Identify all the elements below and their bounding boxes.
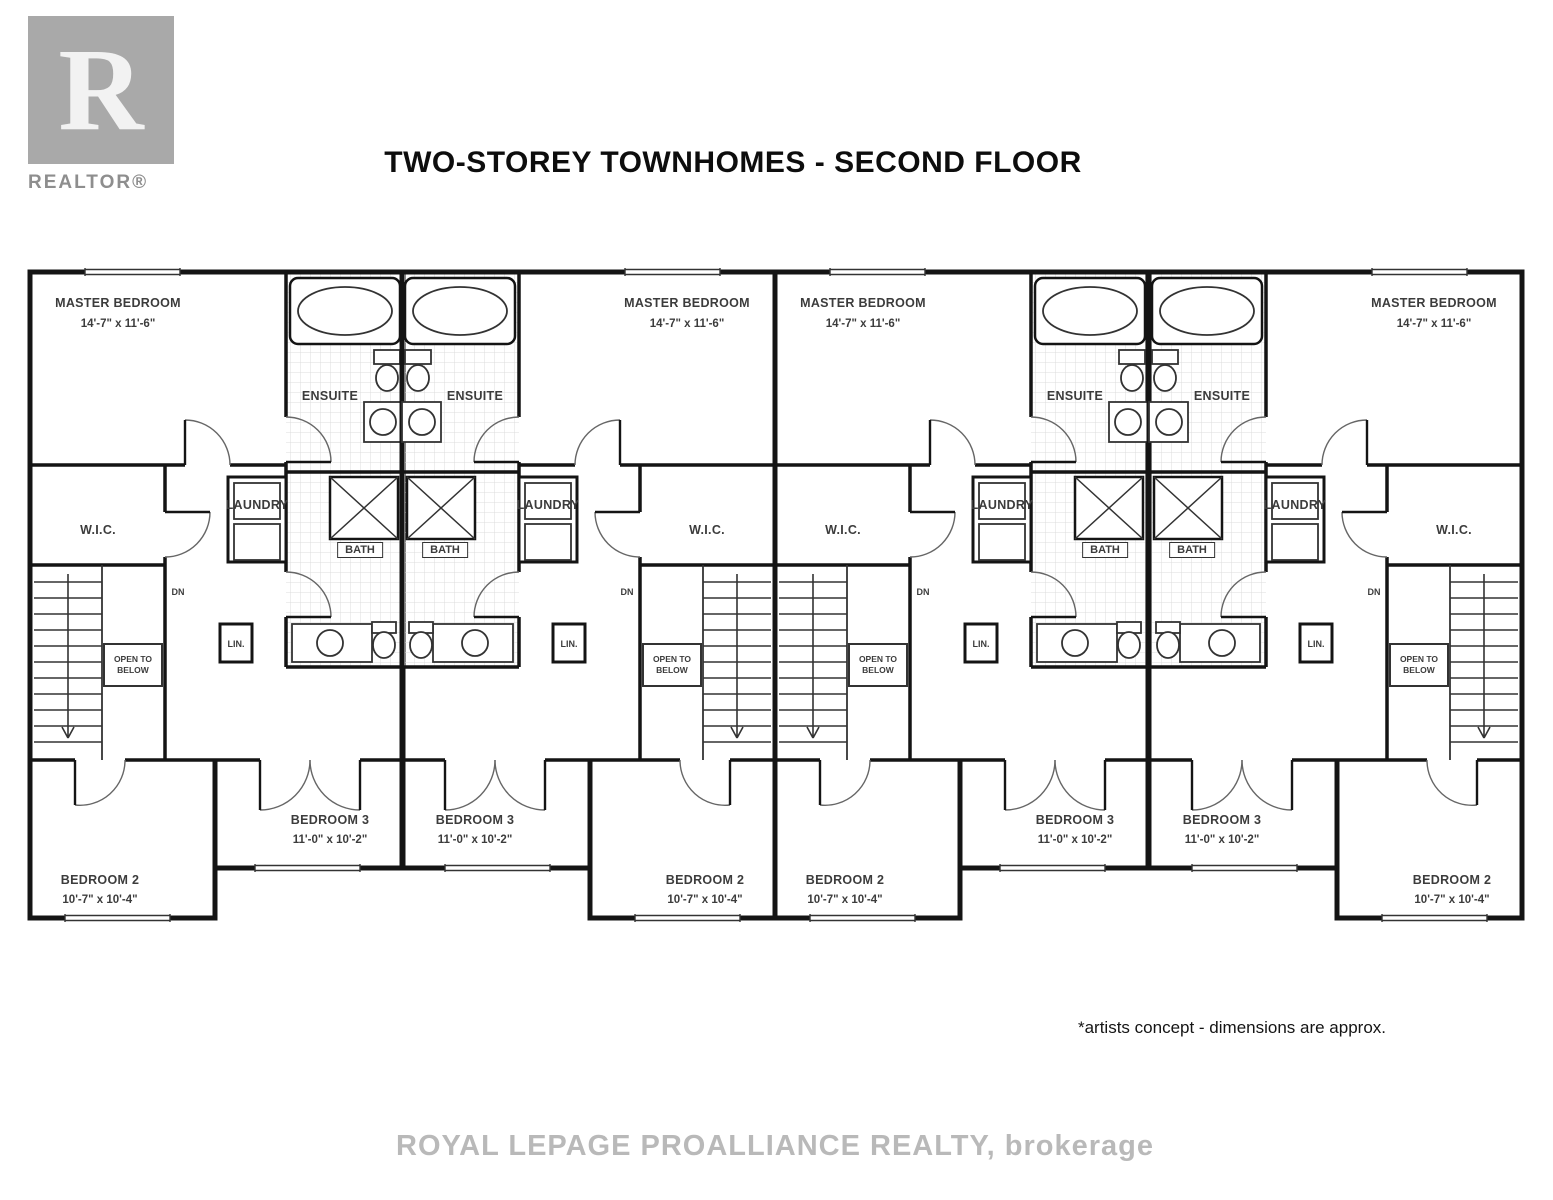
brokerage-watermark: ROYAL LEPAGE PROALLIANCE REALTY, brokera… [396, 1130, 1154, 1162]
room-label-linen: LIN. [972, 639, 990, 649]
room-label-linen: LIN. [560, 639, 578, 649]
room-dims-bedroom3: 11'-0" x 10'-2" [1184, 834, 1260, 846]
stair-dn-label: DN [171, 587, 185, 597]
open-to-below-label: OPEN TO BELOW [848, 643, 908, 687]
room-dims-bedroom2: 10'-7" x 10'-4" [62, 894, 138, 906]
realtor-logo: R REALTOR® [28, 16, 176, 194]
room-dims-bedroom3: 11'-0" x 10'-2" [292, 834, 368, 846]
room-dims-bedroom2: 10'-7" x 10'-4" [807, 894, 883, 906]
room-label-bedroom3: BEDROOM 3 [1035, 813, 1115, 827]
room-dims-bedroom3: 11'-0" x 10'-2" [1037, 834, 1113, 846]
room-dims-master-bedroom: 14'-7" x 11'-6" [80, 318, 156, 330]
room-label-wic: W.I.C. [80, 523, 116, 537]
room-label-bedroom2: BEDROOM 2 [1412, 873, 1492, 887]
room-label-ensuite: ENSUITE [301, 389, 359, 403]
room-label-laundry: LAUNDRY [970, 498, 1034, 512]
room-label-bath: BATH [337, 542, 383, 558]
room-dims-bedroom2: 10'-7" x 10'-4" [1414, 894, 1490, 906]
stair-dn-label: DN [1367, 587, 1381, 597]
room-label-bedroom3: BEDROOM 3 [1182, 813, 1262, 827]
room-label-bedroom2: BEDROOM 2 [805, 873, 885, 887]
room-dims-bedroom3: 11'-0" x 10'-2" [437, 834, 513, 846]
room-label-laundry: LAUNDRY [516, 498, 580, 512]
room-label-linen: LIN. [1307, 639, 1325, 649]
room-label-bedroom2: BEDROOM 2 [665, 873, 745, 887]
page-title: TWO-STOREY TOWNHOMES - SECOND FLOOR [384, 146, 1082, 179]
realtor-logo-icon: R [28, 16, 174, 164]
open-to-below-label: OPEN TO BELOW [1389, 643, 1449, 687]
room-label-laundry: LAUNDRY [1263, 498, 1327, 512]
room-label-bedroom3: BEDROOM 3 [435, 813, 515, 827]
disclaimer-note: *artists concept - dimensions are approx… [1077, 1018, 1387, 1037]
room-label-bath: BATH [1082, 542, 1128, 558]
room-label-bath: BATH [1169, 542, 1215, 558]
stair-dn-label: DN [620, 587, 634, 597]
room-label-ensuite: ENSUITE [1193, 389, 1251, 403]
room-label-ensuite: ENSUITE [1046, 389, 1104, 403]
room-dims-bedroom2: 10'-7" x 10'-4" [667, 894, 743, 906]
room-label-master-bedroom: MASTER BEDROOM [800, 296, 926, 310]
realtor-logo-label: REALTOR® [28, 172, 149, 193]
room-label-ensuite: ENSUITE [446, 389, 504, 403]
open-to-below-label: OPEN TO BELOW [103, 643, 163, 687]
room-label-master-bedroom: MASTER BEDROOM [1371, 296, 1497, 310]
room-label-master-bedroom: MASTER BEDROOM [55, 296, 181, 310]
room-label-master-bedroom: MASTER BEDROOM [624, 296, 750, 310]
room-label-bedroom3: BEDROOM 3 [290, 813, 370, 827]
room-label-wic: W.I.C. [825, 523, 861, 537]
room-dims-master-bedroom: 14'-7" x 11'-6" [649, 318, 725, 330]
room-label-bath: BATH [422, 542, 468, 558]
room-dims-master-bedroom: 14'-7" x 11'-6" [1396, 318, 1472, 330]
open-to-below-label: OPEN TO BELOW [642, 643, 702, 687]
room-label-laundry: LAUNDRY [225, 498, 289, 512]
room-label-linen: LIN. [227, 639, 245, 649]
realtor-r-icon: R [58, 24, 144, 155]
stair-dn-label: DN [916, 587, 930, 597]
room-label-bedroom2: BEDROOM 2 [60, 873, 140, 887]
room-dims-master-bedroom: 14'-7" x 11'-6" [825, 318, 901, 330]
room-label-wic: W.I.C. [1436, 523, 1472, 537]
room-label-wic: W.I.C. [689, 523, 725, 537]
